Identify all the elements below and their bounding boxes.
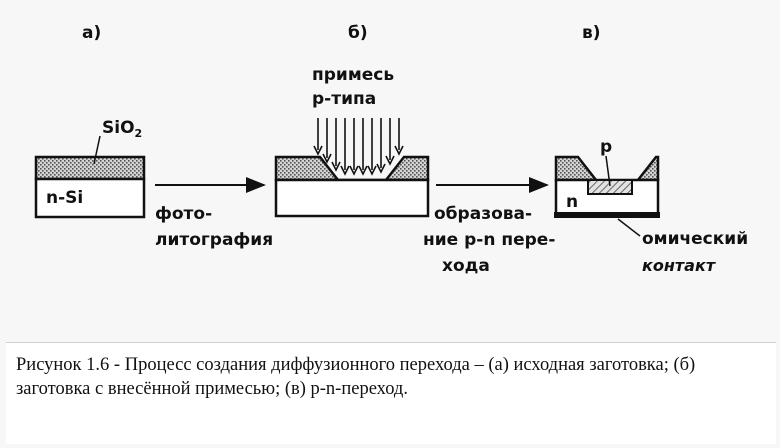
panel-c-wafer: р n омический контакт	[554, 137, 748, 275]
arrow1-text-line1: фото-	[155, 204, 212, 224]
silicon-substrate	[34, 177, 146, 219]
arrow2-text-line2: ние р-n пере-	[423, 230, 555, 250]
n-label: n	[566, 192, 578, 212]
impurity-label-line1: примесь	[312, 65, 394, 85]
p-region	[587, 179, 633, 195]
arrow2-text-line3: хода	[442, 256, 490, 276]
panel-c-label: в)	[582, 23, 601, 43]
oxide-right-c	[635, 155, 660, 182]
ohmic-contact-layer	[554, 212, 660, 218]
contact-label-line2: контакт	[642, 256, 717, 275]
panel-b-label: б)	[348, 23, 368, 43]
p-leader-line	[605, 155, 611, 187]
panel-a-label: а)	[82, 23, 101, 43]
sio2-leader-line	[93, 135, 101, 165]
impurity-arrows	[313, 118, 404, 176]
silicon-substrate-b	[274, 178, 430, 218]
panel-b-wafer: примесь р-типа	[274, 65, 430, 218]
oxide-layer	[34, 155, 146, 181]
arrow2-text-line1: образова-	[434, 204, 532, 224]
oxide-left	[274, 155, 341, 182]
contact-leader-line	[617, 218, 641, 237]
impurity-label-line2: р-типа	[312, 89, 376, 109]
diffusion-process-figure: а) б) в) SiO2 n-Si фото- литография прим…	[34, 23, 748, 276]
figure-caption: Рисунок 1.6 - Процесс создания диффузион…	[6, 342, 776, 444]
sio2-label: SiO2	[102, 118, 142, 140]
contact-label-line1: омический	[642, 229, 748, 249]
p-label: р	[600, 137, 612, 157]
panel-a-wafer: SiO2 n-Si	[34, 118, 146, 219]
arrow1-text-line2: литография	[155, 230, 273, 250]
oxide-left-c	[554, 155, 599, 182]
substrate-label: n-Si	[46, 188, 83, 208]
